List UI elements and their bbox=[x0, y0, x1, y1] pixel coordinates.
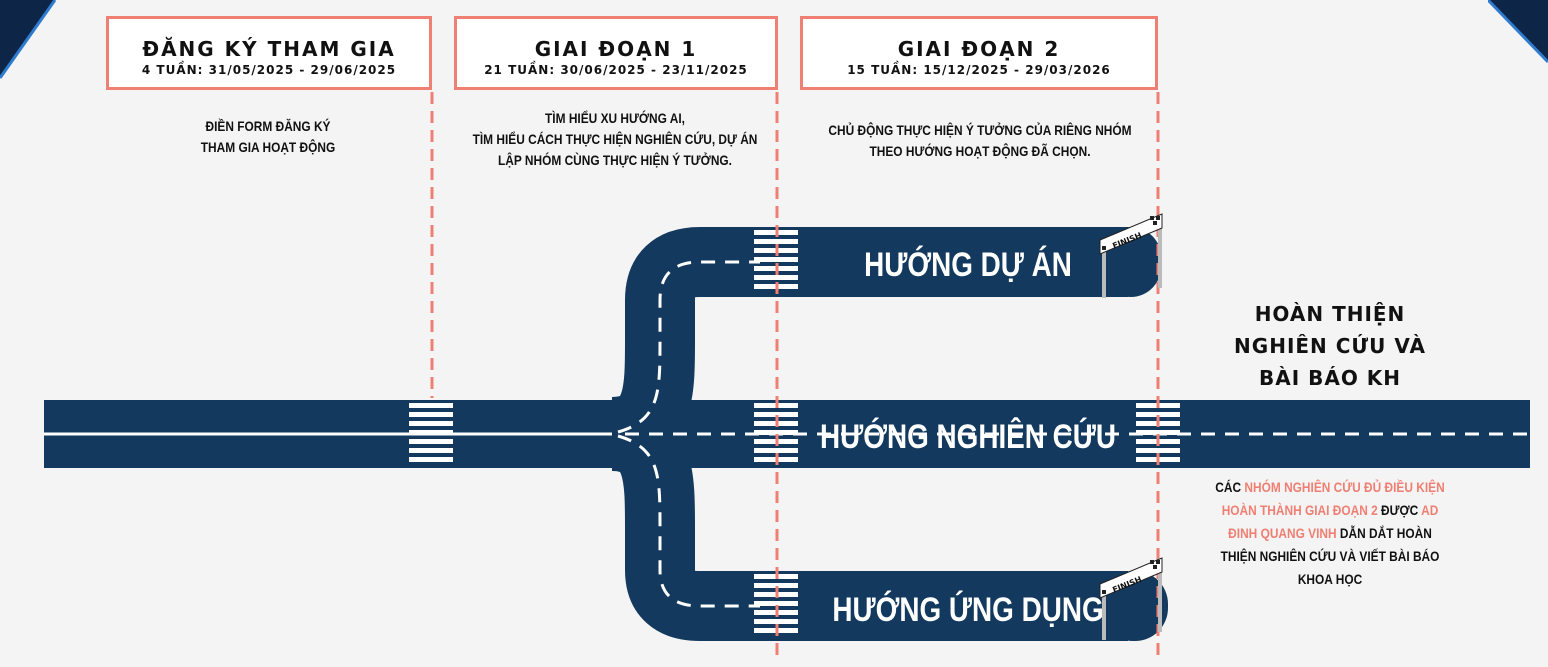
phase-title: GIAI ĐOẠN 1 bbox=[534, 37, 698, 61]
phase-description-phase2: CHỦ ĐỘNG THỰC HIỆN Ý TƯỞNG CỦA RIÊNG NHÓ… bbox=[827, 120, 1133, 162]
completion-title-line: HOÀN THIỆN bbox=[1254, 302, 1406, 326]
phase-dates: 15 TUẦN: 15/12/2025 - 29/03/2026 bbox=[847, 63, 1111, 77]
completion-note: CÁC NHÓM NGHIÊN CỨU ĐỦ ĐIỀU KIỆN HOÀN TH… bbox=[1215, 476, 1445, 591]
phase-dates: 21 TUẦN: 30/06/2025 - 23/11/2025 bbox=[484, 63, 748, 77]
phase-description-registration: ĐIỀN FORM ĐĂNG KÝ THAM GIA HOẠT ĐỘNG bbox=[141, 116, 396, 158]
crosswalk-registration bbox=[409, 403, 453, 462]
note-highlight: NHÓM NGHIÊN CỨU ĐỦ ĐIỀU KIỆN HOÀN THÀNH … bbox=[1221, 479, 1445, 518]
description-line: THEO HƯỚNG HOẠT ĐỘNG ĐÃ CHỌN. bbox=[869, 143, 1091, 159]
finish-flag-top: FINISH bbox=[1099, 213, 1163, 298]
finish-flag-bottom: FINISH bbox=[1099, 557, 1163, 640]
corner-decoration-right bbox=[1488, 0, 1548, 64]
completion-title: HOÀN THIỆN NGHIÊN CỨU VÀ BÀI BÁO KH bbox=[1195, 298, 1465, 394]
description-line: CHỦ ĐỘNG THỰC HIỆN Ý TƯỞNG CỦA RIÊNG NHÓ… bbox=[828, 122, 1132, 138]
corner-decoration-left bbox=[0, 0, 57, 79]
phase-header-phase1: GIAI ĐOẠN 1 21 TUẦN: 30/06/2025 - 23/11/… bbox=[454, 16, 778, 90]
phase-title: ĐĂNG KÝ THAM GIA bbox=[142, 37, 396, 61]
phase-header-registration: ĐĂNG KÝ THAM GIA 4 TUẦN: 31/05/2025 - 29… bbox=[106, 16, 432, 90]
road-label-application: HƯỚNG ỨNG DỤNG bbox=[832, 589, 1103, 628]
phase-dates: 4 TUẦN: 31/05/2025 - 29/06/2025 bbox=[141, 63, 397, 77]
description-line: TÌM HIỂU XU HƯỚNG AI, bbox=[545, 110, 685, 126]
phase-header-phase2: GIAI ĐOẠN 2 15 TUẦN: 15/12/2025 - 29/03/… bbox=[800, 16, 1158, 90]
road-label-project: HƯỚNG DỰ ÁN bbox=[864, 244, 1072, 283]
road-label-research: HƯỚNG NGHIÊN CỨU bbox=[820, 416, 1116, 455]
note-text: DẪN DẮT HOÀN THIỆN NGHIÊN CỨU VÀ VIẾT BÀ… bbox=[1220, 525, 1440, 587]
description-line: LẬP NHÓM CÙNG THỰC HIỆN Ý TƯỞNG. bbox=[498, 152, 732, 168]
note-text: CÁC bbox=[1215, 479, 1245, 495]
note-highlight: AD ĐINH QUANG VINH bbox=[1228, 502, 1439, 541]
description-line: ĐIỀN FORM ĐĂNG KÝ bbox=[205, 118, 331, 134]
completion-title-line: NGHIÊN CỨU VÀ bbox=[1234, 334, 1426, 358]
description-line: THAM GIA HOẠT ĐỘNG bbox=[200, 139, 336, 155]
phase-description-phase1: TÌM HIỂU XU HƯỚNG AI, TÌM HIỂU CÁCH THỰC… bbox=[466, 108, 764, 171]
completion-title-line: BÀI BÁO KH bbox=[1258, 366, 1402, 390]
note-text: ĐƯỢC bbox=[1377, 502, 1422, 518]
phase-title: GIAI ĐOẠN 2 bbox=[897, 37, 1061, 61]
description-line: TÌM HIỂU CÁCH THỰC HIỆN NGHIÊN CỨU, DỰ Á… bbox=[472, 131, 758, 147]
